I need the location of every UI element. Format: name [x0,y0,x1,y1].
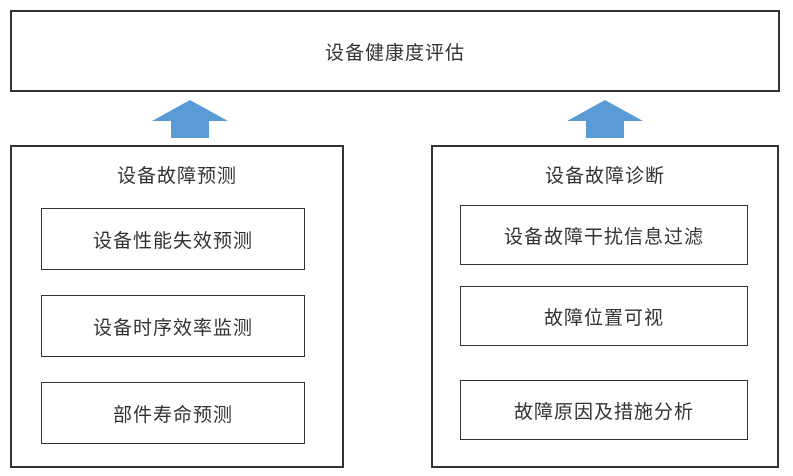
right-item-2: 故障位置可视 [460,286,748,346]
left-group-fault-prediction: 设备故障预测 设备性能失效预测 设备时序效率监测 部件寿命预测 [10,145,344,468]
right-item-2-label: 故障位置可视 [543,306,664,329]
right-group-fault-diagnosis: 设备故障诊断 设备故障干扰信息过滤 故障位置可视 故障原因及措施分析 [431,145,779,468]
right-item-3-label: 故障原因及措施分析 [513,400,694,423]
right-item-1-label: 设备故障干扰信息过滤 [503,225,704,248]
left-item-1-label: 设备性能失效预测 [92,229,253,252]
left-group-title: 设备故障预测 [116,165,237,187]
left-item-2-label: 设备时序效率监测 [92,316,253,339]
right-item-1: 设备故障干扰信息过滤 [460,205,748,265]
top-box-label: 设备健康度评估 [324,41,465,64]
up-arrow-right-icon [567,100,643,138]
right-group-title: 设备故障诊断 [544,165,665,187]
right-item-3: 故障原因及措施分析 [460,380,748,440]
top-box-health-assessment: 设备健康度评估 [10,10,780,92]
up-arrow-left-icon [152,100,228,138]
left-item-3: 部件寿命预测 [41,382,305,444]
left-item-3-label: 部件寿命预测 [112,403,233,426]
left-item-2: 设备时序效率监测 [41,295,305,357]
left-item-1: 设备性能失效预测 [41,208,305,270]
